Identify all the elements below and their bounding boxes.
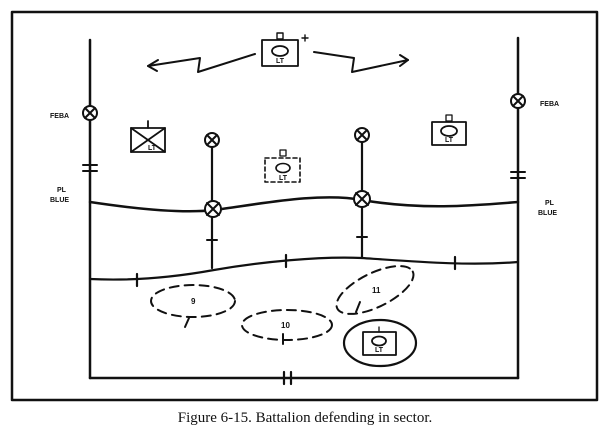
- armor-unit-sub-label: LT: [445, 137, 454, 144]
- feba-right-label: FEBA: [540, 101, 559, 108]
- reserve-unit-icon: [362, 326, 397, 356]
- pl-left-label-1: PL: [57, 187, 67, 194]
- zone-11-label: 11: [372, 286, 381, 295]
- feba-left-point: [82, 105, 98, 121]
- figure-caption: Figure 6-15. Battalion defending in sect…: [177, 410, 433, 426]
- pl-right-label-1: PL: [545, 200, 555, 207]
- zone-9-label: 9: [191, 297, 196, 306]
- diagram-border: [10, 10, 599, 402]
- zone-11-ellipse: [335, 265, 415, 315]
- hq-unit-sub-label: LT: [276, 58, 285, 65]
- left-boundary-marker: [82, 164, 98, 172]
- contact-point-pl-right: [353, 190, 371, 208]
- infantry-unit-icon: [130, 120, 166, 153]
- infantry-unit-sub-label: LT: [148, 145, 157, 152]
- lateral-communication-arrows: [147, 51, 409, 73]
- planned-unit-icon: [264, 149, 301, 183]
- right-boundary-marker: [510, 171, 526, 179]
- battalion-sector-diagram: FEBA FEBA PL BLUE PL BLUE 9 10 11 LT LT …: [10, 10, 599, 402]
- pl-right-label-2: BLUE: [538, 210, 557, 217]
- planned-unit-sub-label: LT: [279, 175, 288, 182]
- feba-right-point: [510, 93, 526, 109]
- contact-point-upper-left: [204, 132, 220, 148]
- contact-point-upper-right: [354, 127, 370, 143]
- feba-left-label: FEBA: [50, 113, 69, 120]
- contact-point-pl-left: [204, 200, 222, 218]
- rear-boundary-marker: [282, 370, 293, 386]
- rear-company-line: [88, 256, 520, 281]
- battalion-hq-unit-icon: [261, 32, 309, 67]
- zone-10-ellipse: [241, 309, 333, 341]
- zone-9-ellipse: [150, 284, 236, 318]
- phase-line-blue: [88, 196, 520, 213]
- reserve-unit-sub-label: LT: [375, 347, 384, 354]
- pl-left-label-2: BLUE: [50, 197, 69, 204]
- reserve-area-ellipse: [342, 318, 418, 368]
- armor-unit-icon: [431, 114, 467, 146]
- zone-10-label: 10: [281, 321, 290, 330]
